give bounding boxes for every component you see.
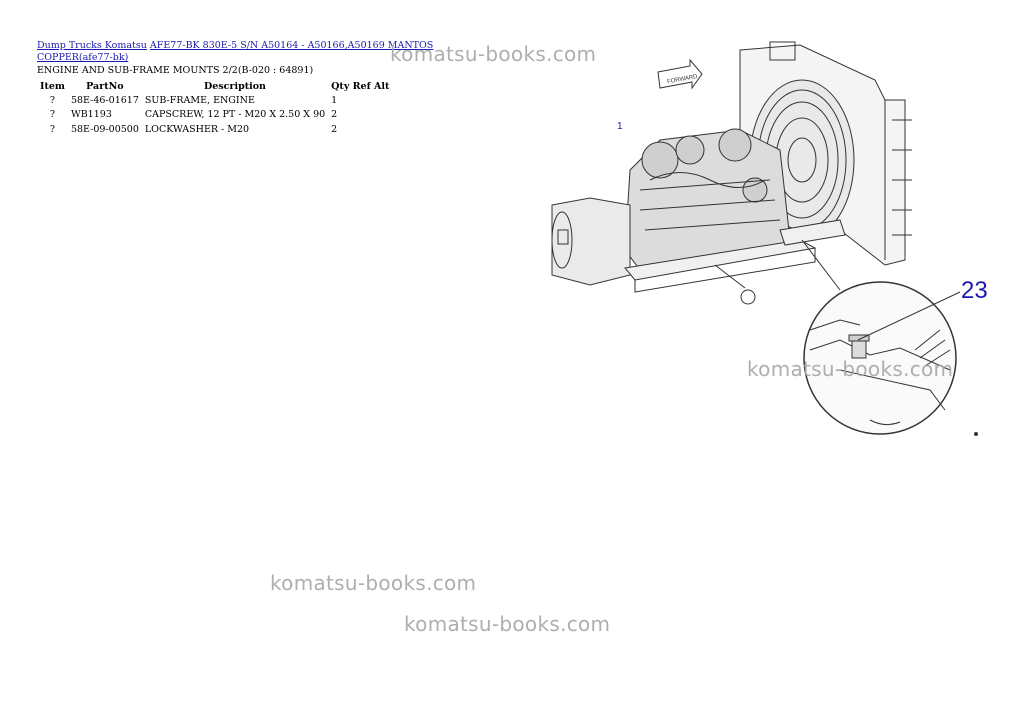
watermark: komatsu-books.com [404,612,611,636]
detail-view [803,281,961,435]
table-header-row: Item PartNo Description Qty Ref Alt [37,79,392,93]
header-qty-ref-alt: Qty Ref Alt [328,79,392,93]
flywheel-housing [551,197,631,286]
table-row: ? WB1193 CAPSCREW, 12 PT - M20 X 2.50 X … [37,108,392,123]
header-ref: Ref [352,80,371,92]
forward-arrow-label: FORWARD [667,74,699,85]
cell-partno: 58E-46-01617 [70,94,139,106]
table-row: ? 58E-09-00500 LOCKWASHER - M20 2 [37,122,392,137]
watermark: komatsu-books.com [747,357,954,381]
header-qty: Qty [331,80,350,92]
cell-qty: 1 [331,94,338,106]
parts-diagram: 1 23 FORWARD [551,41,988,436]
cell-item: ? [49,123,56,135]
sub-frame [624,219,846,293]
breadcrumb-link-model[interactable]: AFE77-BK 830E-5 S/N A50164 - A50166,A501… [37,40,434,63]
engine-block [624,128,791,271]
callout-label-1: 1 [617,121,623,132]
cell-item: ? [49,94,56,106]
breadcrumb-link-category[interactable]: Dump Trucks Komatsu [37,40,147,51]
cell-partno: WB1193 [70,109,112,121]
page-title: ENGINE AND SUB-FRAME MOUNTS 2/2(B-020 : … [37,65,314,76]
parts-table: Item PartNo Description Qty Ref Alt ? 58… [37,79,392,137]
cell-qty: 2 [331,123,338,135]
leader-line-detail [801,239,841,291]
leader-line [714,264,746,289]
header-alt: Alt [374,80,390,92]
callout-circle [740,289,756,305]
forward-arrow-icon [657,58,703,90]
watermark: komatsu-books.com [270,571,477,595]
cell-partno: 58E-09-00500 [70,123,139,135]
cell-qty: 2 [331,109,338,121]
callout-label-23: 23 [961,277,988,304]
header-item: Item [40,80,65,92]
cell-description: CAPSCREW, 12 PT - M20 X 2.50 X 90 [144,109,326,121]
cell-item: ? [49,109,56,121]
watermark: komatsu-books.com [390,42,597,66]
header-description: Description [204,80,266,92]
breadcrumb: Dump Trucks Komatsu AFE77-BK 830E-5 S/N … [37,40,477,64]
cell-description: LOCKWASHER - M20 [144,123,250,135]
table-row: ? 58E-46-01617 SUB-FRAME, ENGINE 1 [37,93,392,108]
cell-description: SUB-FRAME, ENGINE [144,94,255,106]
header-partno: PartNo [86,80,124,92]
